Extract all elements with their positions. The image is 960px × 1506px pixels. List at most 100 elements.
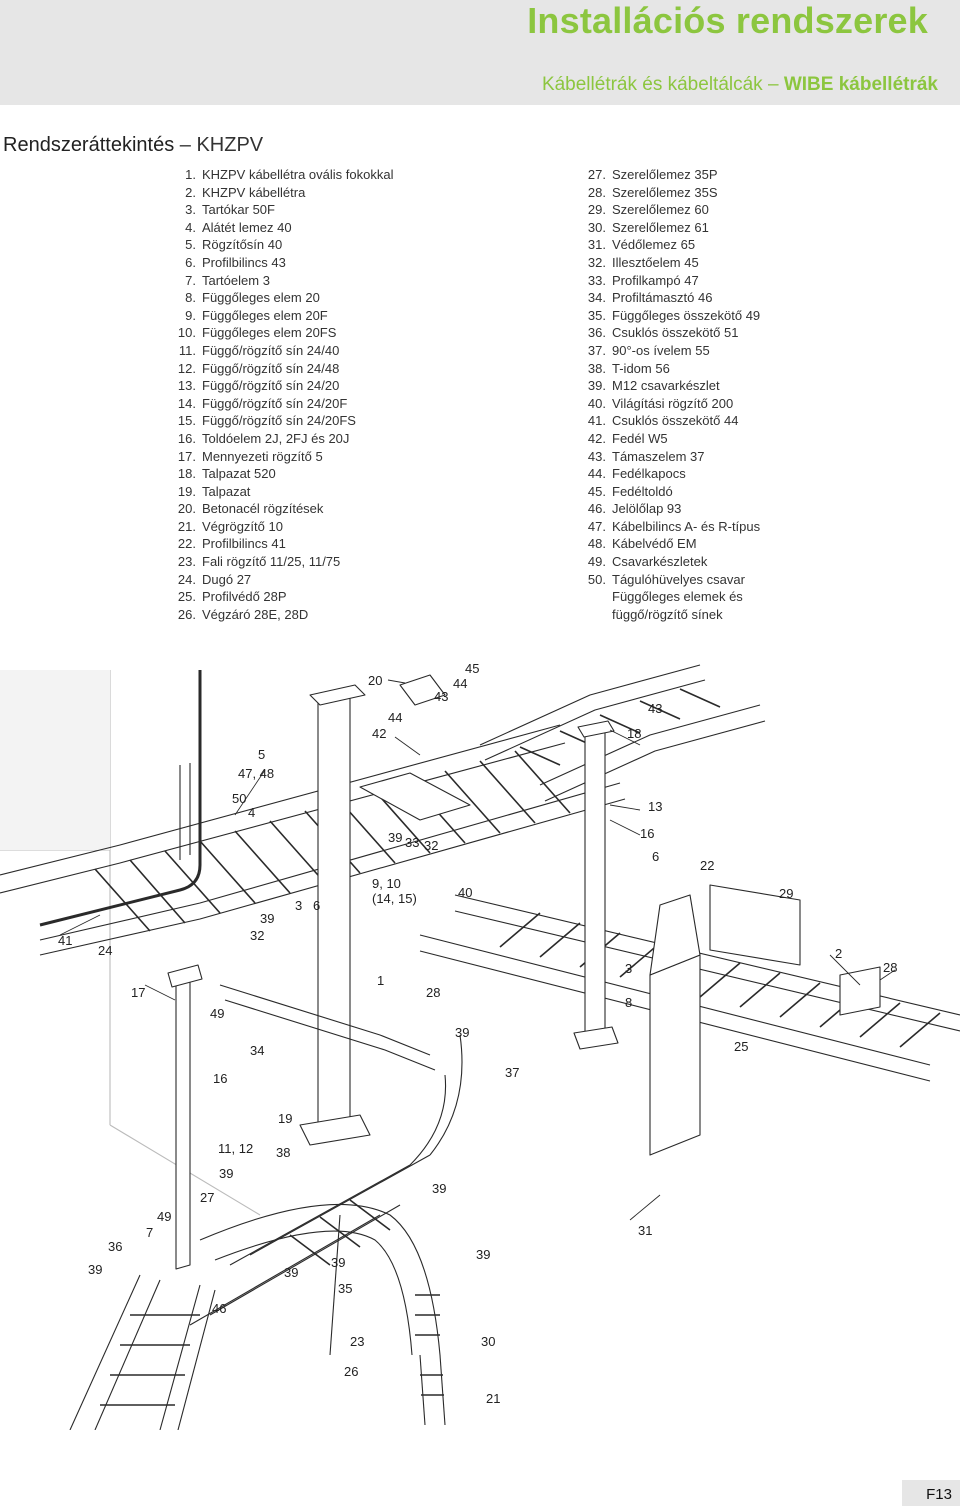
diagram-callout: 45	[465, 661, 479, 676]
parts-list-label: Kábelvédő EM	[612, 536, 697, 552]
parts-list-item: 48. Kábelvédő EM	[586, 535, 760, 553]
parts-list-item: 17.Mennyezeti rögzítő 5	[176, 448, 393, 466]
parts-list-number: 4.	[185, 219, 196, 235]
parts-list-number: 13.	[177, 378, 196, 394]
parts-list-item: 11.Függő/rögzítő sín 24/40	[176, 342, 393, 360]
parts-list-number: 31.	[587, 237, 606, 253]
parts-list-number: 8.	[185, 290, 196, 306]
parts-list-number: 45.	[587, 483, 606, 499]
parts-list-number: 49.	[587, 554, 606, 570]
parts-list-label: Profilvédő 28P	[202, 589, 287, 605]
parts-list-item: 44.Fedélkapocs	[586, 465, 760, 483]
parts-list-item: 38. T-idom 56	[586, 360, 760, 378]
diagram-callout: 24	[98, 943, 112, 958]
parts-list-item: 14. Függő/rögzítő sín 24/20F	[176, 395, 393, 413]
subtitle-dash: –	[767, 74, 779, 95]
section-title-dash: –	[179, 134, 191, 156]
parts-list-number: 14.	[177, 395, 196, 411]
parts-list-number: 36.	[587, 325, 606, 341]
parts-list-item: 46.Jelölőlap 93	[586, 500, 760, 518]
section-title-system: KHZPV	[196, 134, 264, 156]
diagram-callout: 4	[248, 805, 255, 820]
ladder-middle-down	[189, 984, 463, 1326]
parts-list-label: Végzáró 28E, 28D	[202, 606, 309, 622]
parts-list-number: 48.	[587, 536, 606, 552]
parts-list-number: 40.	[587, 395, 606, 411]
parts-list-label: Függő/rögzítő sín 24/20FS	[202, 413, 356, 429]
parts-list-label: T-idom 56	[612, 360, 670, 376]
parts-list-label: Csuklós összekötő 51	[612, 325, 739, 341]
parts-list-label: Alátét lemez 40	[202, 219, 292, 235]
parts-list-label: Függőleges összekötő 49	[612, 307, 761, 323]
diagram-callout: 39	[260, 911, 274, 926]
parts-list-item: 7.Tartóelem 3	[176, 272, 393, 290]
parts-list-label: KHZPV kábellétra ovális fokokkal	[202, 167, 394, 182]
parts-list-label: függő/rögzítő sínek	[612, 606, 723, 622]
diagram-callout: 36	[108, 1239, 122, 1254]
parts-list-label: Függőleges elemek és	[612, 589, 743, 605]
page-subtitle: Kábellétrák és kábeltálcák – WIBE kábell…	[542, 74, 938, 96]
parts-list-number: 29.	[587, 202, 606, 218]
diagram-callout: 46	[212, 1301, 226, 1316]
parts-list-item: 13.Függő/rögzítő sín 24/20	[176, 377, 393, 395]
parts-list-number: 19.	[177, 483, 196, 499]
diagram-callout: 47, 48	[238, 766, 274, 781]
diagram-callout: 11, 12	[218, 1141, 253, 1156]
parts-list-label: Profilbilincs 41	[202, 536, 286, 552]
parts-list-item: 29.Szerelőlemez 60	[586, 201, 760, 219]
diagram-callout: 26	[344, 1364, 358, 1379]
parts-list-number: 3.	[185, 202, 196, 218]
parts-list-item: 24.Dugó 27	[176, 571, 393, 589]
diagram-callout: 27	[200, 1190, 214, 1205]
parts-list-label: Betonacél rögzítések	[202, 501, 324, 517]
section-title-label: Rendszeráttekintés	[3, 134, 175, 156]
parts-list-number: 50.	[587, 571, 606, 587]
diagram-callout: 9, 10	[372, 876, 401, 891]
parts-list-number: 43.	[587, 448, 606, 464]
parts-list-number: 47.	[587, 518, 606, 534]
parts-list-label: Tartóelem 3	[202, 272, 270, 288]
parts-list-number: 12.	[177, 360, 196, 376]
parts-list-label: Csuklós összekötő 44	[612, 413, 739, 429]
ladder-top-right	[479, 664, 766, 802]
parts-list-label: Függő/rögzítő sín 24/20F	[202, 395, 348, 411]
parts-list-item: 12.Függő/rögzítő sín 24/48	[176, 360, 393, 378]
diagram-callout: 42	[372, 726, 386, 741]
parts-list-label: Talpazat	[202, 483, 251, 499]
diagram-callout: 39	[284, 1265, 298, 1280]
parts-list-item: 25.Profilvédő 28P	[176, 588, 393, 606]
parts-list-number: 11.	[178, 342, 196, 358]
ladder-upper-left	[0, 724, 626, 956]
parts-list-label: Jelölőlap 93	[612, 501, 682, 517]
parts-list-item: függő/rögzítő sínek	[586, 606, 760, 624]
diagram-callout: 6	[313, 898, 320, 913]
parts-list-number: 2.	[185, 184, 196, 200]
parts-list-label: Kábelbilincs A- és R-típus	[612, 518, 761, 534]
diagram-callout: 39	[476, 1247, 490, 1262]
parts-list-number: 5.	[185, 237, 196, 253]
diagram-callout: 2	[835, 946, 842, 961]
diagram-callout: (14, 15)	[372, 891, 417, 906]
diagram-callout: 18	[627, 726, 641, 741]
parts-list-number: 26.	[177, 606, 196, 622]
parts-list-item: 31.Védőlemez 65	[586, 236, 760, 254]
header-banner	[0, 0, 960, 105]
diagram-callout: 41	[58, 933, 72, 948]
diagram-callout: 8	[625, 995, 632, 1010]
parts-list-label: Szerelőlemez 35S	[612, 184, 718, 200]
diagram-callout: 7	[146, 1225, 153, 1240]
parts-list-item: 39.M12 csavarkészlet	[586, 377, 760, 395]
subtitle-category: Kábellétrák és kábeltálcák	[541, 74, 763, 95]
parts-list-number: 38.	[587, 360, 606, 376]
diagram-callout: 44	[388, 710, 402, 725]
diagram-callout: 50	[232, 791, 246, 806]
parts-list-item: 1.KHZPV kábellétra ovális fokokkal	[176, 166, 393, 184]
parts-list-number: 21.	[177, 518, 196, 534]
diagram-callout: 20	[368, 673, 382, 688]
parts-list-item: 22.Profilbilincs 41	[176, 535, 393, 553]
parts-list-label: Függőleges elem 20	[202, 290, 320, 306]
parts-list-label: Fedél W5	[612, 430, 668, 446]
parts-list-label: Világítási rögzítő 200	[612, 395, 734, 411]
